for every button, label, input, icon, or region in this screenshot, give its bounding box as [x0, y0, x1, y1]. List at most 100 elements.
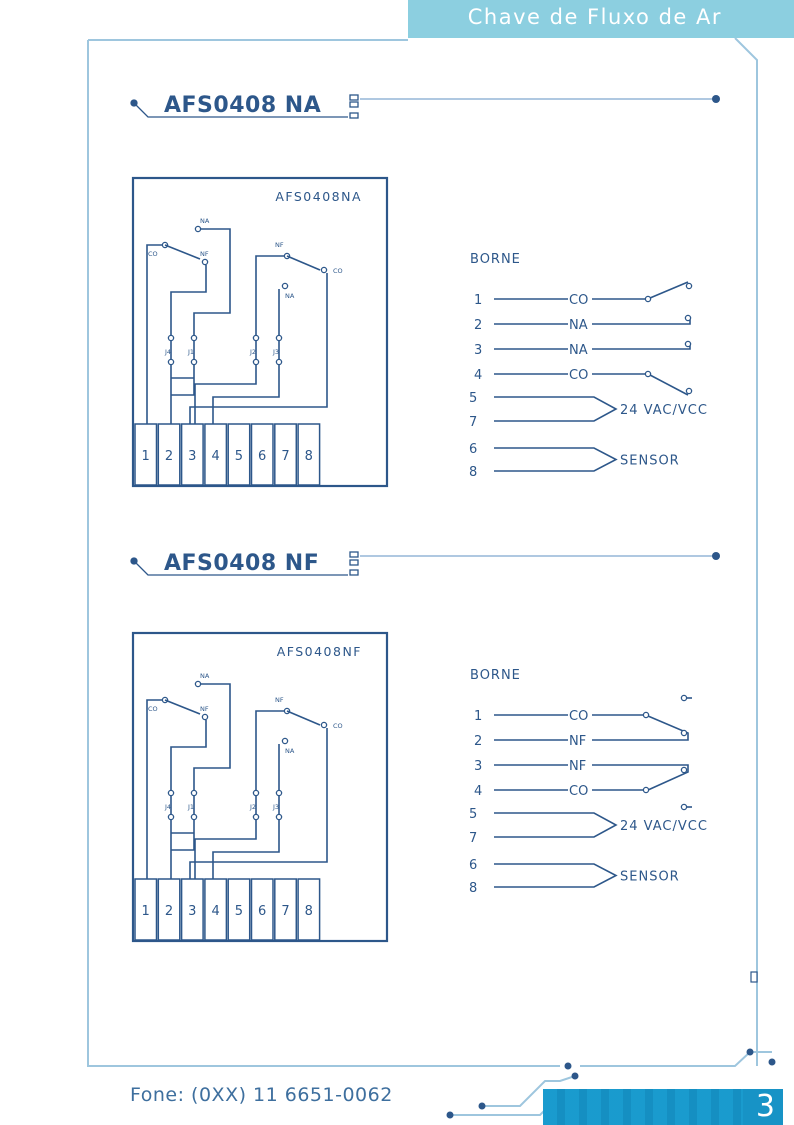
- terminal-2: [157, 423, 181, 486]
- terminal-5: [227, 878, 251, 941]
- relay1-switch-arm: [164, 699, 201, 715]
- header-banner: Chave de Fluxo de Ar: [408, 0, 794, 38]
- relay1-nf-contact: [201, 713, 209, 721]
- wire-label-4: CO: [569, 784, 588, 799]
- borne-number-3: 3: [474, 343, 482, 358]
- relay1-na-contact: [194, 680, 202, 688]
- sensor-connector: [494, 863, 618, 888]
- sensor-number-6: 6: [469, 858, 477, 873]
- relay1-co-label: CO: [148, 705, 158, 713]
- jumper-pin-top: [167, 789, 175, 797]
- power-number-7: 7: [469, 415, 477, 430]
- borne-title: BORNE: [470, 252, 521, 267]
- terminal-label-7: 7: [281, 904, 289, 919]
- terminal-label-6: 6: [258, 449, 266, 464]
- power-number-5: 5: [469, 391, 477, 406]
- jumper-label-j4: J4: [164, 348, 171, 356]
- terminal-label-8: 8: [305, 904, 313, 919]
- jumper-label-j4: J4: [164, 803, 171, 811]
- switch-na-contact-2: [684, 340, 692, 348]
- terminal-3: [180, 423, 204, 486]
- trace-j2-nf2: [255, 710, 284, 790]
- power-label: 24 VAC/VCC: [620, 403, 708, 418]
- trace-bridge: [171, 820, 195, 851]
- relay2-co-contact: [320, 721, 328, 729]
- page-frame: [87, 37, 776, 1119]
- jumper-pin-top: [190, 789, 198, 797]
- trace-j1-na1: [193, 683, 231, 790]
- sensor-label: SENSOR: [620, 454, 680, 469]
- wire-label-1: CO: [569, 709, 588, 724]
- terminal-label-5: 5: [235, 449, 243, 464]
- relay2-na-contact: [281, 282, 289, 290]
- jumper-pin-top: [190, 334, 198, 342]
- sensor-label: SENSOR: [620, 870, 680, 885]
- switch-co2-pivot: [644, 370, 652, 378]
- trace-j2-nf2: [255, 255, 284, 335]
- trace-co2-t4: [189, 728, 328, 879]
- wire-label-4: CO: [569, 368, 588, 383]
- switch-contact-2: [685, 387, 693, 395]
- relay1-na-label: NA: [200, 672, 210, 680]
- terminal-label-6: 6: [258, 904, 266, 919]
- terminal-8: [297, 878, 321, 941]
- trace-j4-nf1: [170, 720, 207, 790]
- terminal-6: [250, 423, 274, 486]
- jumper-pin-bottom: [190, 358, 198, 366]
- switch-nf-contact-1: [680, 729, 688, 737]
- jumper-label-j3: J3: [272, 348, 279, 356]
- jumper-pin-top: [167, 334, 175, 342]
- terminal-label-7: 7: [281, 449, 289, 464]
- jumper-pin-bottom: [252, 813, 260, 821]
- relay2-co-contact: [320, 266, 328, 274]
- relay1-nf-label: NF: [200, 250, 209, 258]
- switch-arm-2: [649, 374, 689, 396]
- switch-nf-contact-2: [680, 766, 688, 774]
- page-title: Chave de Fluxo de Ar: [467, 5, 722, 29]
- terminal-label-2: 2: [165, 904, 173, 919]
- terminal-label-4: 4: [211, 904, 219, 919]
- footer-phone: Fone: (0XX) 11 6651-0062: [130, 1084, 393, 1106]
- jumper-pin-top: [275, 789, 283, 797]
- section-heading-na: AFS0408 NA: [164, 93, 322, 118]
- terminal-3: [180, 878, 204, 941]
- section-divider-2: [130, 551, 720, 576]
- power-number-5: 5: [469, 807, 477, 822]
- power-connector: [494, 812, 618, 838]
- borne-title: BORNE: [470, 668, 521, 683]
- borne-number-4: 4: [474, 368, 482, 383]
- jumper-label-j2: J2: [249, 803, 256, 811]
- terminal-1: [134, 878, 158, 941]
- terminal-4: [204, 423, 228, 486]
- terminal-label-3: 3: [188, 904, 196, 919]
- wire-label-3: NF: [569, 759, 586, 774]
- terminal-7: [274, 878, 298, 941]
- trace-j4-nf1: [170, 265, 207, 335]
- power-connector: [494, 396, 618, 422]
- jumper-pin-bottom: [190, 813, 198, 821]
- trace-j1-na1: [193, 228, 231, 335]
- board-label: AFS0408NA: [275, 189, 362, 204]
- trace-t1-co1: [146, 699, 162, 879]
- borne-number-1: 1: [474, 293, 482, 308]
- page-number: 3: [755, 1089, 775, 1124]
- jumper-label-j1: J1: [187, 348, 194, 356]
- borne-number-2: 2: [474, 734, 482, 749]
- sensor-number-8: 8: [469, 881, 477, 896]
- section-heading-nf: AFS0408 NF: [164, 551, 320, 576]
- terminal-label-1: 1: [142, 449, 150, 464]
- switch-arm-2: [647, 764, 689, 791]
- jumper-label-j2: J2: [249, 348, 256, 356]
- relay2-na-label: NA: [285, 292, 295, 300]
- jumper-pin-bottom: [252, 358, 260, 366]
- board-label: AFS0408NF: [277, 644, 362, 659]
- relay1-switch-arm: [164, 244, 201, 260]
- jumper-pin-bottom: [275, 358, 283, 366]
- relay2-co-label: CO: [333, 722, 343, 730]
- terminal-6: [250, 878, 274, 941]
- terminal-4: [204, 878, 228, 941]
- switch-co1-pivot: [644, 295, 652, 303]
- borne-number-2: 2: [474, 318, 482, 333]
